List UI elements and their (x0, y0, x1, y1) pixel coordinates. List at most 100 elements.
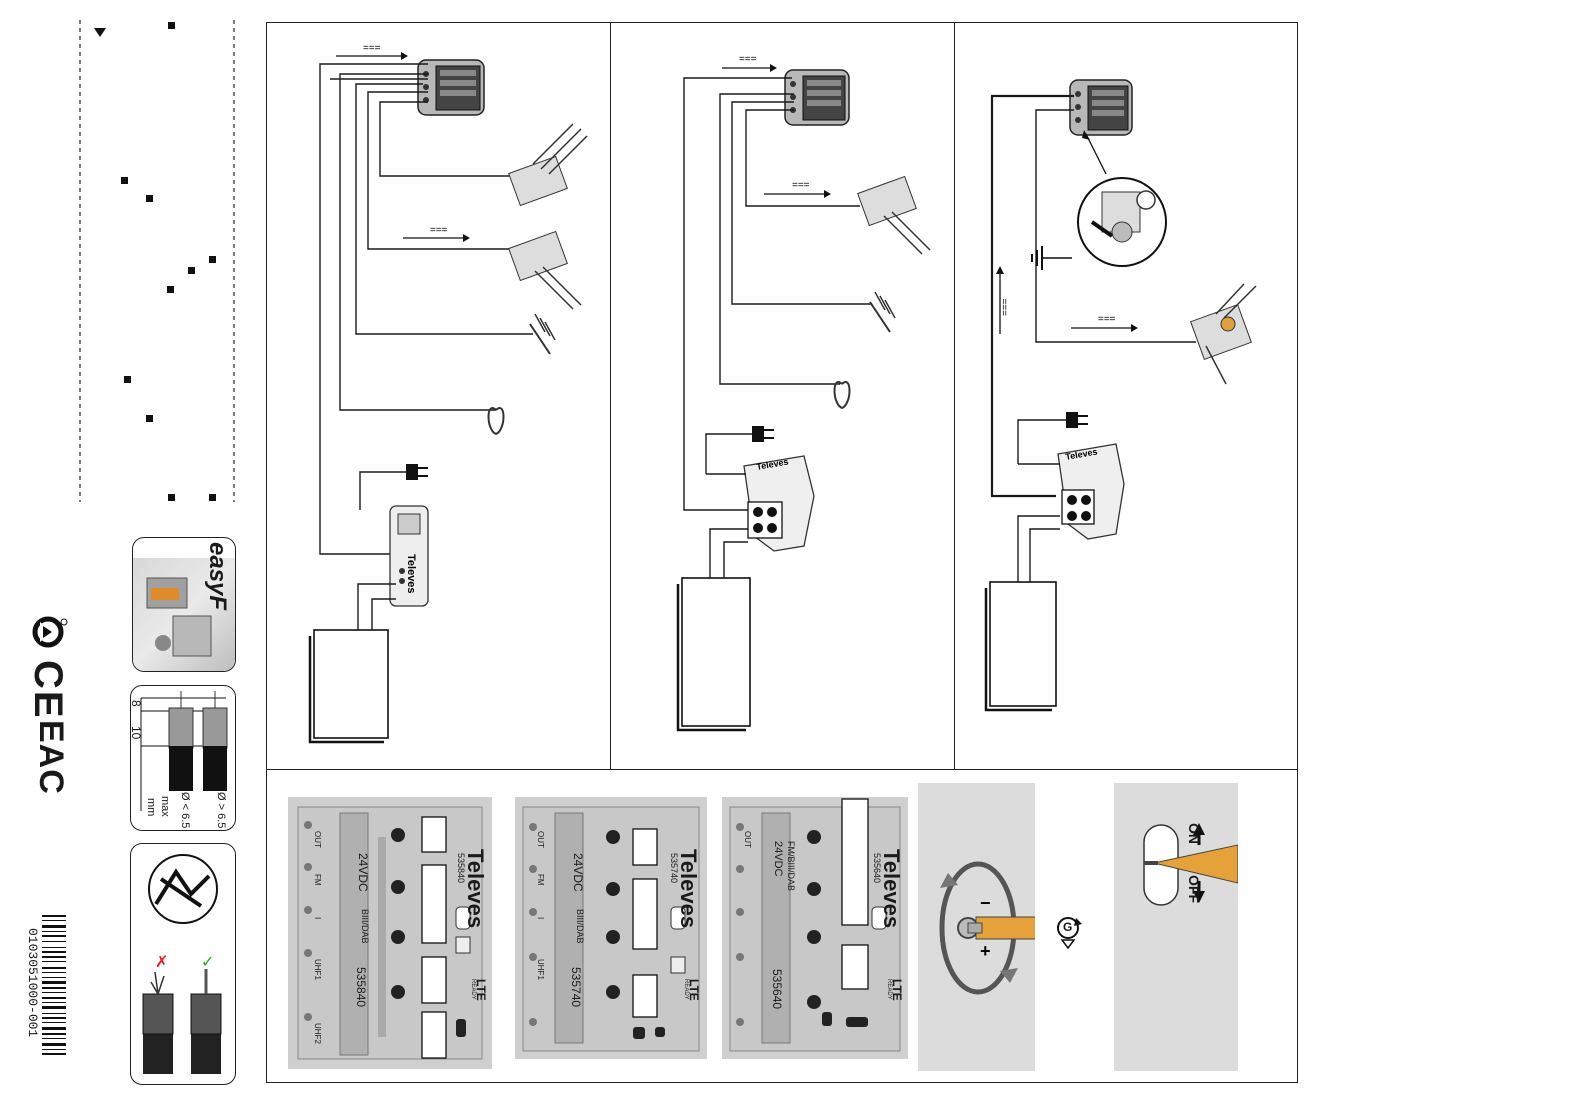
triangle-marker-icon (94, 28, 106, 37)
svg-text:===: === (1098, 314, 1116, 325)
amp-lte-badge-sub: READY (886, 979, 892, 1000)
barcode-bar (42, 915, 66, 917)
barcode-bar (42, 931, 66, 932)
amp-voltage-label: 24VDC (772, 841, 784, 877)
amp-model-print: 535740 (569, 967, 583, 1008)
mark-square (167, 286, 174, 293)
dim-10-label: 10 (130, 726, 143, 740)
amplifier-photo-535740: Televes 535740 24VDC BIII/DAB 535740 LTE… (515, 797, 707, 1059)
receiver-box-icon (308, 629, 389, 744)
barcode-bar (42, 967, 66, 969)
barcode-bar (42, 947, 66, 948)
barcode-bar (42, 972, 66, 973)
diagram-frame (266, 22, 1298, 1083)
mm-label: mm (145, 798, 157, 817)
barcode-bar (42, 1038, 66, 1039)
power-supply-icon (389, 505, 429, 607)
mark-square (124, 376, 131, 383)
arrow-up-icon (1193, 823, 1205, 835)
receiver-box-icon (676, 577, 751, 732)
mark-square (146, 415, 153, 422)
easyf-logo: easyF (204, 542, 231, 611)
barcode-bar (42, 956, 66, 958)
barcode-number: 0103051000-001 (25, 928, 40, 1038)
amp-band-label: BIII/DAB (575, 909, 585, 944)
amp-lte-badge: LTE (687, 979, 701, 1001)
installation-diagram-2: === === Televes (612, 24, 952, 768)
amp-lte-badge: LTE (890, 979, 904, 1001)
plug-icon (406, 464, 428, 480)
amp-port-uhf1: UHF1 (313, 959, 322, 980)
frame-divider-vertical-1 (610, 22, 611, 769)
barcode-bar (42, 961, 66, 962)
barcode-bar (42, 920, 66, 921)
antenna-icon (529, 313, 556, 355)
antenna-icon (508, 230, 582, 310)
barcode-bar (42, 987, 66, 989)
amp-model-small: 535740 (669, 853, 679, 884)
mark-square (168, 494, 175, 501)
barcode-bar (42, 1022, 66, 1023)
amp-model-small: 535840 (456, 853, 466, 884)
barcode-bar (42, 951, 66, 953)
barcode-bar (42, 1033, 66, 1035)
barcode-bar (42, 1002, 66, 1003)
antenna-icon (508, 123, 588, 207)
cable-dimension-card: 8 10 Ø < 6.5 Ø > 6.5 max mm (130, 685, 236, 831)
amp-model-print: 535840 (354, 967, 368, 1008)
barcode-bar (42, 941, 66, 942)
barcode-bar (42, 977, 66, 978)
plug-icon (752, 426, 774, 442)
barcode-bar (42, 981, 66, 984)
ground-icon (1031, 246, 1072, 270)
amplifier-head-icon (417, 59, 485, 116)
amp-voltage-label: 24VDC (356, 853, 370, 892)
power-supply-icon (743, 455, 815, 552)
amp-lte-badge-sub: READY (683, 979, 689, 1000)
mark-square (209, 256, 216, 263)
amplifier-head-icon (784, 69, 850, 126)
barcode-bar (42, 935, 66, 937)
mark-square (168, 22, 175, 29)
screwdriver-icon (975, 916, 1037, 940)
frame-divider-horizontal (266, 769, 1298, 770)
max-label: max (159, 796, 171, 817)
cut-guide-svg (79, 20, 235, 502)
cable-cutting-card: ✗ ✓ (130, 843, 236, 1085)
barcode-bar (42, 1049, 66, 1050)
amp-port-uhf1: UHF1 (536, 959, 545, 980)
mark-square (209, 494, 216, 501)
gain-adjust-panel: − + (918, 783, 1037, 1071)
plug-icon (1066, 412, 1088, 428)
amp-band-label: FM/BIII/DAB (786, 841, 796, 892)
terminal-icon (487, 406, 505, 436)
dc-symbol: === (363, 43, 381, 54)
amp-model-print: 535640 (770, 969, 784, 1010)
switch-off-label: OFF (1186, 875, 1202, 903)
amp-band-label: BIII/DAB (360, 909, 370, 944)
receiver-box-icon (984, 581, 1057, 712)
amp-port-fm: FM (536, 874, 545, 886)
switch-on-label: ON (1186, 823, 1202, 844)
amp-lte-badge-sub: READY (470, 979, 476, 1000)
installation-diagram-3: === === Televes (956, 24, 1296, 768)
barcode-bar (42, 992, 66, 993)
brand-label: Televes (405, 554, 417, 594)
gain-symbol-text: G (1063, 920, 1073, 934)
barcode-bar (42, 925, 66, 928)
amp-port-i: I (313, 917, 322, 920)
amp-port-out: OUT (313, 831, 322, 848)
svg-text:===: === (792, 180, 810, 191)
svg-text:===: === (739, 54, 757, 65)
amplifier-photo-535640: Televes 535640 24VDC FM/BIII/DAB 535640 … (722, 797, 908, 1059)
antenna-icon (1190, 283, 1257, 385)
barcode-bar (42, 1006, 66, 1009)
on-off-switch-panel: ON OFF (1114, 783, 1239, 1071)
barcode-icon (42, 915, 72, 1055)
magnifier-detail-icon (1077, 177, 1167, 267)
installation-diagram-1: === === Televes (268, 24, 608, 768)
amp-port-out: OUT (743, 831, 752, 848)
amplifier-photo-535840: Televes 535840 24VDC BIII/DAB 535840 LTE… (288, 797, 492, 1069)
recycling-icon (30, 612, 70, 652)
minus-symbol: − (980, 893, 991, 913)
